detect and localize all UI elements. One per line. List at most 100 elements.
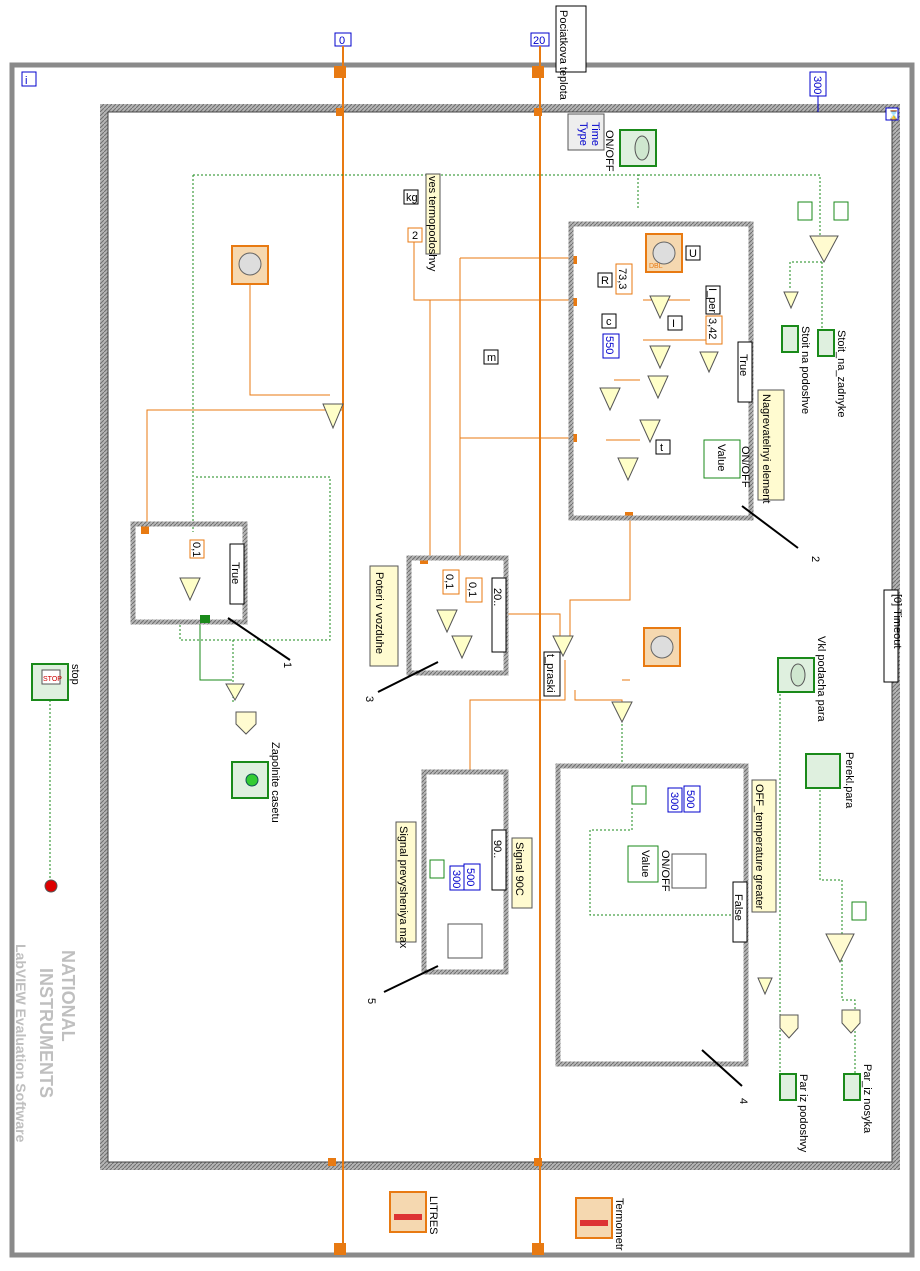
vkl-podacha-para-switch[interactable]	[777, 657, 815, 693]
heater-label: Nagrevatelnyi element	[760, 394, 772, 503]
type-time-node: Type Time	[567, 113, 605, 151]
svg-text:STOP: STOP	[43, 676, 62, 683]
ni-watermark: NATIONAL INSTRUMENTS LabVIEW Evaluation …	[13, 944, 78, 1143]
svg-text:20..: 20..	[491, 588, 503, 606]
svg-text:True: True	[229, 562, 241, 584]
dbl-knob-2[interactable]	[643, 627, 681, 667]
signal-max-label: Signal prevysheniya max	[397, 826, 409, 949]
tf-const-2	[833, 201, 849, 221]
svg-text:U: U	[689, 248, 697, 260]
off-beep-icon	[671, 853, 707, 889]
svg-text:Termometr: Termometr	[613, 1198, 625, 1251]
case-2-selector[interactable]	[737, 341, 753, 403]
svg-text:LITRES: LITRES	[427, 1196, 439, 1235]
par-iz-nosyka-indicator	[843, 1073, 861, 1101]
svg-text:Stoit na podoshve: Stoit na podoshve	[799, 326, 811, 414]
svg-text:Perekl.para: Perekl.para	[843, 752, 855, 809]
annotation-1: 1	[281, 662, 293, 668]
svg-text:500: 500	[684, 790, 696, 808]
svg-text:ves termopodoshvy: ves termopodoshvy	[426, 176, 438, 272]
svg-text:Type: Type	[577, 122, 589, 146]
svg-text:INSTRUMENTS: INSTRUMENTS	[36, 968, 56, 1098]
onoff-switch[interactable]	[619, 129, 657, 167]
tf-const-4	[851, 901, 867, 921]
litres-indicator	[389, 1191, 427, 1233]
svg-text:Par iz podoshvy: Par iz podoshvy	[797, 1074, 809, 1153]
svg-text:I: I	[672, 318, 675, 330]
svg-text:ON/OFF: ON/OFF	[659, 850, 671, 892]
svg-text:Value: Value	[639, 850, 651, 877]
tf-const-5	[429, 859, 445, 879]
perekl-para-switch[interactable]	[805, 753, 841, 789]
while-loop-frame[interactable]	[9, 62, 915, 1258]
svg-text:73,3: 73,3	[616, 268, 628, 289]
svg-text:0: 0	[339, 35, 345, 47]
svg-text:NATIONAL: NATIONAL	[58, 950, 78, 1042]
svg-text:2: 2	[412, 230, 418, 242]
annotation-5: 5	[365, 998, 377, 1004]
tf-const-3	[631, 785, 647, 805]
svg-text:0,1: 0,1	[466, 582, 478, 597]
svg-text:500: 500	[464, 868, 476, 886]
svg-text:0,1: 0,1	[190, 542, 202, 557]
case-structure-1[interactable]	[130, 521, 248, 625]
case-3-selector[interactable]	[491, 577, 507, 653]
beep-icon	[447, 923, 483, 959]
timeout-case-label: [0] Timeout	[891, 594, 903, 648]
heater-onoff-node	[703, 439, 741, 479]
termometr-indicator	[575, 1197, 613, 1239]
svg-text:550: 550	[603, 336, 615, 354]
case-4-selector[interactable]	[732, 881, 748, 943]
svg-text:stop: stop	[69, 664, 81, 685]
svg-text:m: m	[487, 352, 496, 364]
svg-text:kg: kg	[406, 192, 418, 204]
svg-text:Value: Value	[715, 444, 727, 471]
svg-text:c: c	[606, 316, 612, 328]
svg-text:ON/OFF: ON/OFF	[739, 446, 751, 488]
svg-text:Zapolnite casetu: Zapolnite casetu	[269, 742, 281, 823]
signal90-label: Signal 90C	[513, 842, 525, 896]
zapolnite-casetu-led	[231, 761, 269, 799]
case-1-selector[interactable]	[229, 543, 245, 605]
dbl-knob[interactable]	[231, 245, 269, 285]
svg-text:ON/OFF: ON/OFF	[603, 130, 615, 172]
annotation-3: 3	[363, 696, 375, 702]
case-5-selector[interactable]	[491, 829, 507, 891]
stop-terminal-icon	[44, 879, 58, 893]
svg-text:20: 20	[533, 35, 545, 47]
svg-text:Par_iz nosyka: Par_iz nosyka	[861, 1064, 873, 1134]
iteration-terminal	[21, 71, 37, 87]
svg-text:300: 300	[811, 76, 823, 94]
svg-text:t: t	[660, 442, 663, 454]
svg-text:300: 300	[450, 870, 462, 888]
svg-text:90..: 90..	[491, 840, 503, 858]
stoit-podoshve-indicator	[781, 325, 799, 353]
svg-text:3,42: 3,42	[706, 318, 718, 339]
timeout-selector[interactable]	[883, 589, 899, 683]
svg-text:0,1: 0,1	[443, 574, 455, 589]
off-onoff-node	[627, 845, 659, 883]
par-iz-podoshvy-indicator	[779, 1073, 797, 1101]
svg-text:LabVIEW Evaluation Software: LabVIEW Evaluation Software	[13, 944, 29, 1143]
losses-label: Poteri v vozduhe	[373, 572, 385, 654]
iteration-label: i	[25, 75, 27, 87]
initial-temp-label: Pociatkova teplota	[557, 10, 569, 101]
off-label: OFF_temperature greater	[753, 784, 765, 910]
initial-temp-label-box	[555, 5, 587, 73]
svg-text:Stoit_na_zadnyke: Stoit_na_zadnyke	[835, 330, 847, 417]
svg-text:True: True	[737, 354, 749, 376]
svg-text:300: 300	[668, 792, 680, 810]
annotation-2: 2	[809, 556, 821, 562]
svg-text:Vkl podacha para: Vkl podacha para	[815, 636, 827, 722]
svg-text:Time: Time	[589, 122, 601, 146]
stoit-zadnyke-indicator	[817, 329, 835, 357]
annotation-4: 4	[737, 1098, 749, 1104]
svg-text:t_praski: t_praski	[544, 654, 556, 693]
tf-const-1	[797, 201, 813, 221]
svg-text:False: False	[732, 894, 744, 921]
svg-text:DBL: DBL	[649, 263, 663, 270]
svg-text:I_per: I_per	[706, 288, 718, 313]
timeout-terminal-icon: ⌛	[888, 109, 899, 120]
svg-text:R: R	[601, 275, 609, 287]
